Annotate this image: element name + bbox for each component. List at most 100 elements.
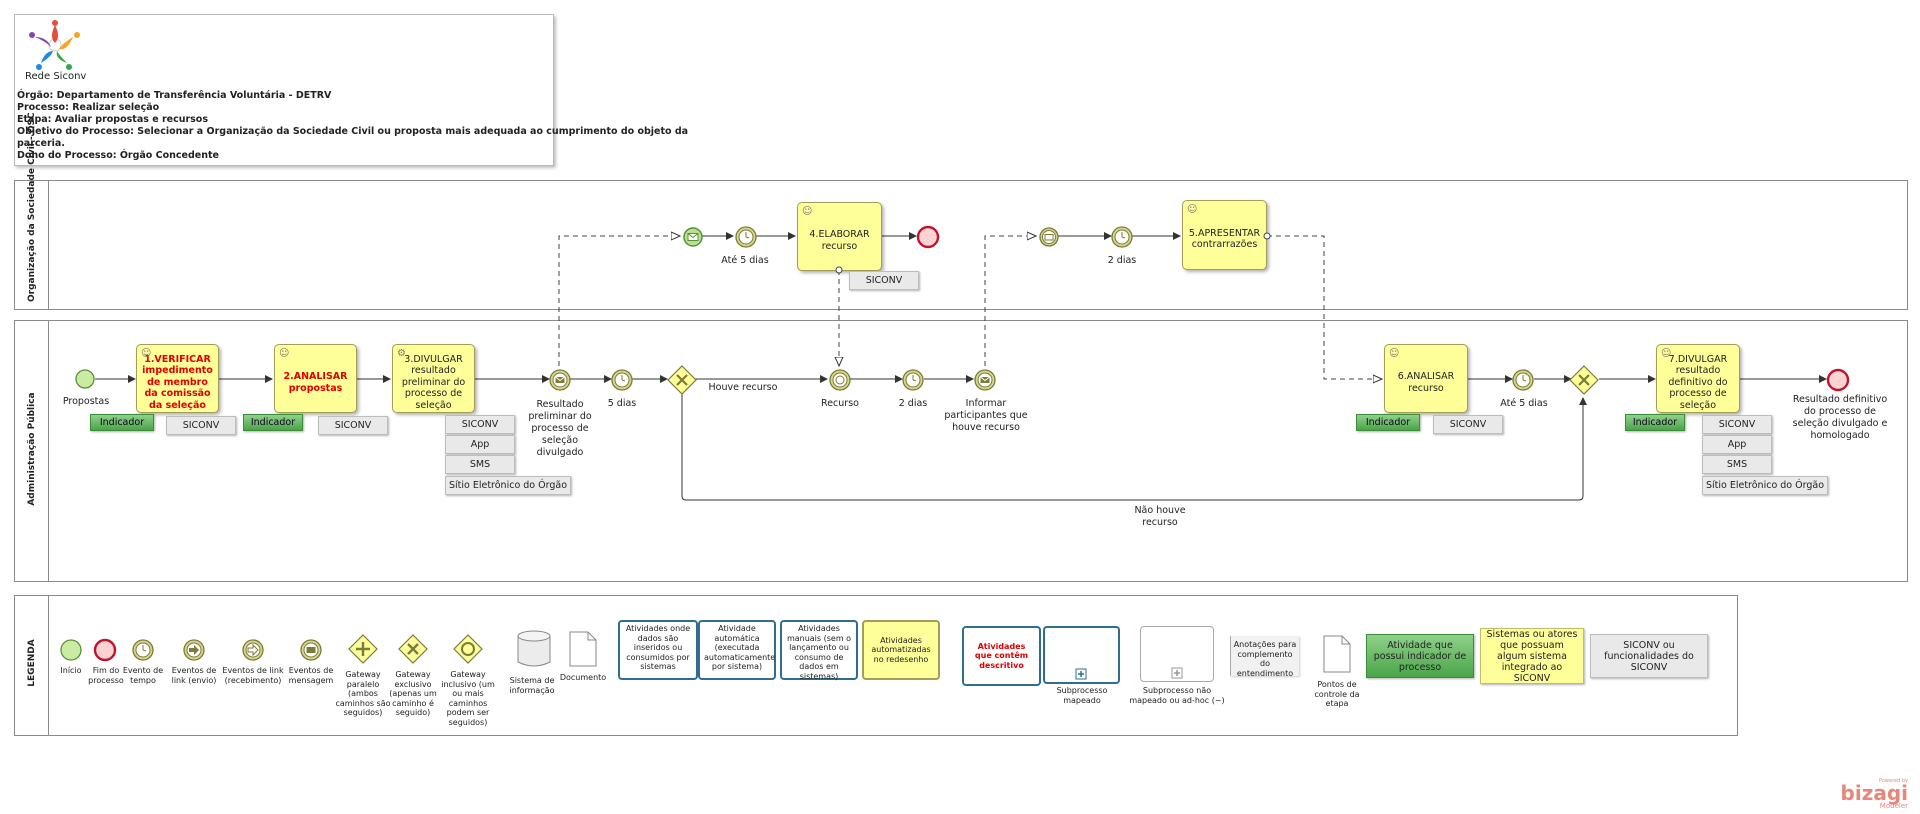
osc-2-dias: 2 dias — [1107, 255, 1137, 266]
task-2-label: 2.ANALISAR propostas — [283, 371, 348, 394]
adm-timer-2-dias — [902, 369, 924, 391]
task-7-sms-tag: SMS — [1702, 455, 1772, 474]
task-1-indicador-tag: Indicador — [90, 414, 154, 431]
legend-atividade-automatica: Atividade automática (executada automati… — [698, 620, 776, 680]
legend-divider — [48, 595, 49, 736]
dono-line: Dono do Processo: Órgão Concedente — [17, 150, 219, 161]
legend-subprocesso-mapeado: Subprocesso mapeado — [1056, 686, 1108, 705]
task-4-elaborar-recurso[interactable]: ☺ 4.ELABORAR recurso — [797, 202, 882, 271]
lane-osc — [14, 180, 1908, 310]
legend-start-icon — [60, 639, 82, 661]
legend-fim: Fim do processo — [88, 666, 124, 685]
legend-link-receive-icon — [242, 639, 264, 661]
legend-atividades-descritivo-text: Atividades que contêm descritivo — [974, 641, 1029, 670]
legend-inicio: Início — [60, 666, 82, 675]
user-task-icon: ☺ — [1661, 348, 1672, 359]
legend-atividade-automatica-text: Atividade automática (executada automati… — [704, 624, 776, 672]
watermark-brand: bizagi — [1840, 781, 1908, 805]
legend-atividades-automatizadas-text: Atividades automatizadas no redesenho — [871, 635, 931, 664]
label-houve-recurso: Houve recurso — [708, 382, 778, 393]
osc-end-event — [916, 225, 940, 249]
osc-ate-5-dias: Até 5 dias — [721, 255, 769, 266]
task-1-verificar[interactable]: ☺ 1.VERIFICAR impedimento de membro da c… — [136, 344, 219, 413]
legend-atividade-indicador: Atividade que possui indicador de proces… — [1366, 634, 1474, 678]
task-1-siconv-tag: SICONV — [166, 416, 236, 435]
legend-mensagem: Eventos de mensagem — [288, 666, 334, 685]
user-task-icon: ☺ — [279, 348, 290, 359]
rede-siconv-logo — [29, 20, 80, 70]
watermark-modeler: Modeler — [1879, 802, 1908, 810]
processo-line: Processo: Realizar seleção — [17, 102, 160, 113]
task-7-divulgar-definitivo[interactable]: ☺ 7.DIVULGAR resultado definitivo do pro… — [1656, 344, 1740, 413]
task-6-siconv-tag: SICONV — [1433, 415, 1503, 434]
gateway-exclusivo-1 — [667, 365, 697, 395]
legend-evento-tempo: Evento de tempo — [122, 666, 164, 685]
lane-adm-divider — [48, 320, 49, 582]
legend-atividades-dados-text: Atividades onde dados são inseridos ou c… — [625, 624, 691, 672]
legend-link-recebimento: Eventos de link (recebimento) — [222, 666, 284, 685]
legend-link-envio: Eventos de link (envio) — [171, 666, 217, 685]
task-3-sitio-tag: Sítio Eletrônico do Órgão — [445, 476, 571, 495]
legend-gateway-paralelo: Gateway paralelo (ambos caminhos são seg… — [335, 670, 391, 718]
legend-atividades-automatizadas: Atividades automatizadas no redesenho — [862, 620, 940, 680]
task-3-label: 3.DIVULGAR resultado preliminar do proce… — [401, 354, 466, 411]
legend-atividades-manuais: Atividades manuais (sem o lançamento ou … — [780, 620, 858, 681]
task-5-apresentar-contrarrazoes[interactable]: ☺ 5.APRESENTAR contrarrazões — [1182, 200, 1267, 270]
task-3-divulgar-preliminar[interactable]: ⚙ 3.DIVULGAR resultado preliminar do pro… — [392, 344, 475, 413]
legend-subprocesso-nao-mapeado: Subprocesso não mapeado ou ad-hoc (~) — [1129, 686, 1225, 705]
task-1-label: 1.VERIFICAR impedimento de membro da com… — [142, 354, 213, 411]
task-4-boundary-dot — [835, 266, 843, 274]
legend-atividades-dados: Atividades onde dados são inseridos ou c… — [618, 620, 698, 680]
legend-subprocesso-mapeado-box — [1043, 626, 1120, 684]
task-7-sitio-tag: Sítio Eletrônico do Órgão — [1702, 476, 1828, 495]
osc-message-event-2 — [1039, 227, 1059, 247]
process-header: Rede Siconv Órgão: Departamento de Trans… — [14, 14, 688, 166]
legend-end-icon — [93, 638, 117, 662]
task-7-app-tag: App — [1702, 435, 1772, 454]
legend-documento: Documento — [559, 673, 607, 682]
task-2-indicador-tag: Indicador — [243, 414, 303, 431]
user-task-icon: ☺ — [141, 348, 152, 359]
adm-message-throw-event-1 — [549, 369, 571, 391]
label-nao-houve-recurso: Não houve recurso — [1134, 505, 1186, 528]
osc-message-start-event — [683, 227, 703, 247]
legend-gateway-paralelo-icon — [348, 634, 378, 664]
osc-timer-event-1 — [735, 226, 757, 248]
plus-icon — [1171, 667, 1183, 679]
legend-pontos-controle: Pontos de controle da etapa — [1314, 680, 1360, 709]
adm-message-throw-event-2 — [974, 369, 996, 391]
task-3-siconv-tag: SICONV — [445, 415, 515, 434]
legend-anotacoes-box: Anotações para complemento do entendimen… — [1230, 636, 1299, 678]
logo-text: Rede Siconv — [25, 71, 87, 82]
task-7-label: 7.DIVULGAR resultado definitivo do proce… — [1668, 354, 1728, 411]
task-6-analisar-recurso[interactable]: ☺ 6.ANALISAR recurso — [1384, 344, 1468, 413]
legend-atividade-indicador-text: Atividade que possui indicador de proces… — [1373, 639, 1467, 673]
legend-anotacoes: Anotações para complemento do entendimen… — [1233, 640, 1297, 678]
adm-timer-5-dias — [611, 369, 633, 391]
legend-subprocesso-nao-mapeado-box — [1140, 626, 1214, 682]
osc-timer-event-2 — [1111, 226, 1133, 248]
user-task-icon: ☺ — [1187, 204, 1198, 215]
legend-timer-icon — [132, 639, 154, 661]
objetivo-line-2: parceria. — [17, 138, 65, 149]
task-2-analisar-propostas[interactable]: ☺ 2.ANALISAR propostas — [274, 344, 357, 413]
objetivo-line-1: Objetivo do Processo: Selecionar a Organ… — [17, 126, 689, 137]
lane-osc-divider — [48, 180, 49, 310]
adm-timer-ate-5-dias — [1512, 369, 1534, 391]
task-3-app-tag: App — [445, 435, 515, 454]
legend-siconv-funcionalidades-text: SICONV ou funcionalidades do SICONV — [1604, 639, 1694, 673]
service-task-icon: ⚙ — [397, 348, 406, 359]
bizagi-watermark: Powered by bizagi Modeler — [1838, 778, 1908, 810]
task-5-boundary-dot — [1263, 232, 1271, 240]
legend-database-icon — [517, 630, 551, 667]
legend-sistema-informacao: Sistema de informação — [509, 676, 555, 695]
user-task-icon: ☺ — [1389, 348, 1400, 359]
legend-link-send-icon — [183, 639, 205, 661]
legend-sistemas-atores: Sistemas ou atores que possuam algum sis… — [1480, 628, 1584, 684]
plus-icon — [1075, 668, 1087, 680]
label-informar-participantes: Informar participantes que houve recurso — [944, 398, 1028, 433]
legend-siconv-funcionalidades: SICONV ou funcionalidades do SICONV — [1590, 634, 1708, 678]
label-resultado-definitivo: Resultado definitivo do processo de sele… — [1792, 394, 1888, 441]
legend-message-icon — [300, 639, 322, 661]
